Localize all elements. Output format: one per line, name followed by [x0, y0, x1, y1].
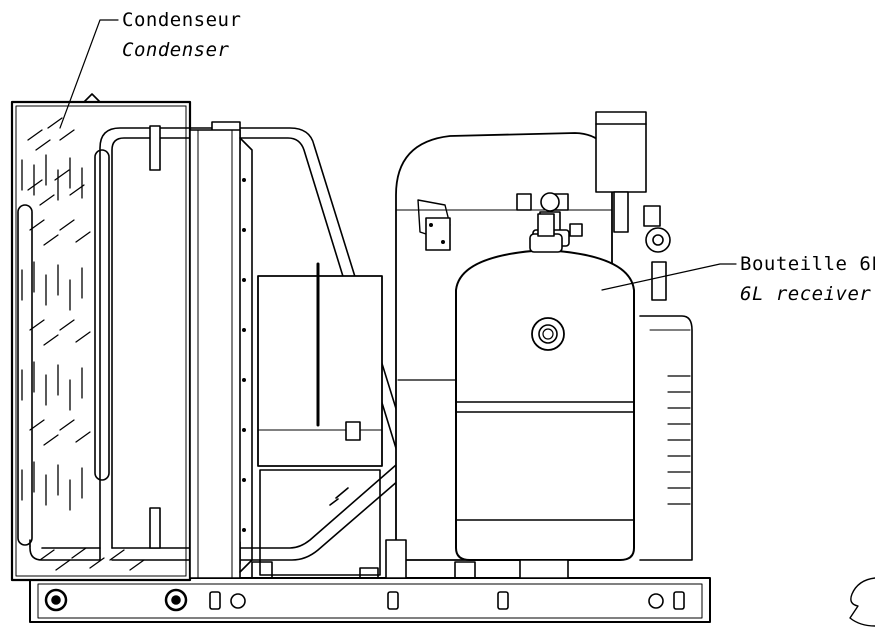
fan-assembly	[149, 125, 253, 579]
partial-symbol	[849, 577, 875, 627]
condenser-coil	[10, 93, 192, 582]
condenser-label-fr: Condenseur	[122, 9, 242, 31]
receiver-label-fr: Bouteille 6L	[740, 253, 875, 275]
condenser-label-en: Condenser	[122, 39, 230, 61]
fan-motor-box	[257, 262, 383, 576]
receiver-label-en: 6L receiver	[740, 283, 872, 305]
receiver-tank	[454, 213, 635, 579]
leader-lines	[59, 19, 737, 291]
base-frame	[29, 577, 711, 623]
side-guard	[639, 315, 693, 561]
pressure-controls	[595, 111, 671, 301]
condenser-tube-loop	[29, 121, 556, 565]
